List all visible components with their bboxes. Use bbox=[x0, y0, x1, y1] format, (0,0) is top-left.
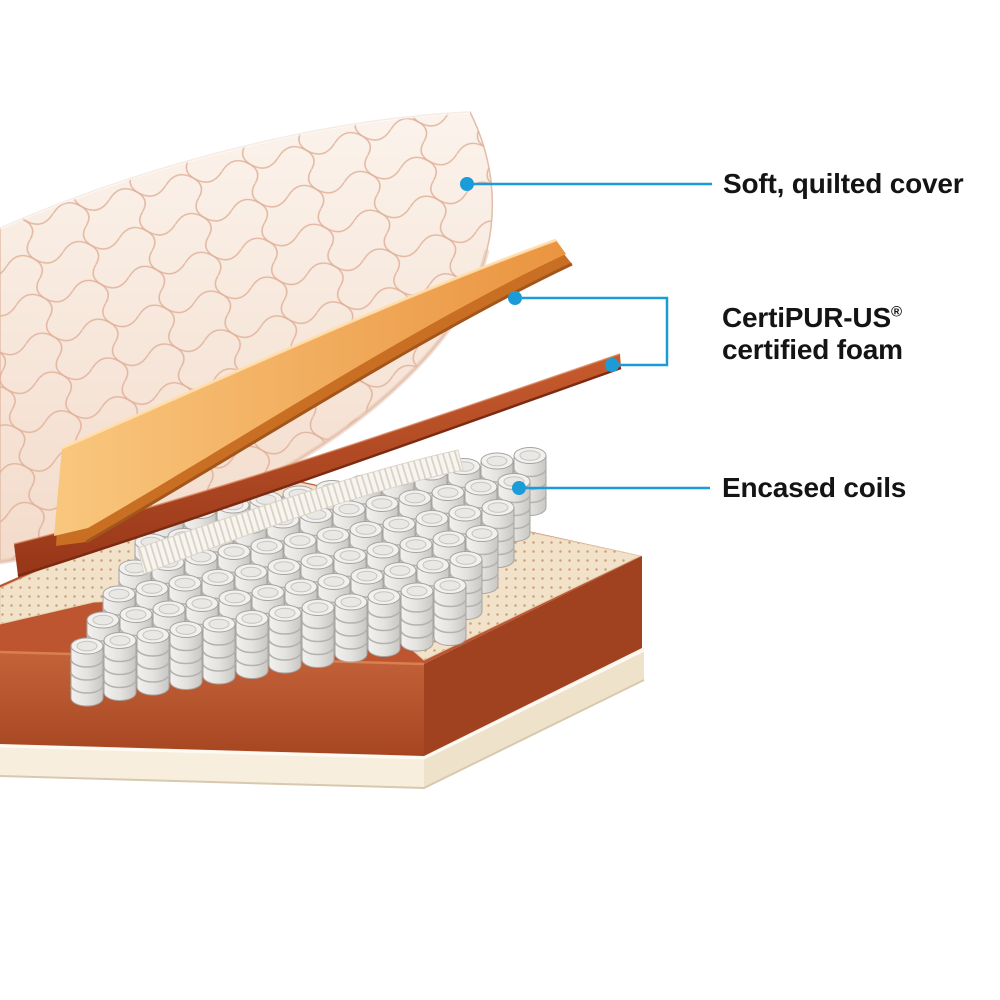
convoluted-ribs bbox=[138, 450, 463, 574]
registered-mark: ® bbox=[890, 303, 902, 321]
coil bbox=[103, 631, 137, 702]
label-encased-coils: Encased coils bbox=[722, 472, 907, 503]
coil bbox=[301, 598, 335, 669]
coil bbox=[400, 582, 434, 652]
coil bbox=[136, 626, 170, 696]
coil bbox=[268, 604, 302, 674]
coil bbox=[235, 609, 269, 680]
callout-dot-cover bbox=[460, 177, 474, 191]
foam-top-edge-highlight bbox=[61, 238, 557, 450]
label-soft-quilted-cover: Soft, quilted cover bbox=[723, 168, 964, 199]
coil bbox=[433, 576, 467, 647]
certipur-brand-text: CertiPUR-US bbox=[722, 302, 891, 333]
coil bbox=[169, 620, 203, 691]
callout-dot-foam-thin bbox=[605, 358, 619, 372]
coil bbox=[70, 637, 104, 707]
callouts bbox=[460, 177, 712, 495]
platform-right-face bbox=[424, 648, 644, 788]
label-certipur-line1: CertiPUR-US® bbox=[722, 302, 903, 334]
foam-thickness-edge bbox=[56, 244, 572, 546]
base-right-face bbox=[424, 556, 642, 756]
label-certipur-line2: certified foam bbox=[722, 334, 903, 365]
callout-line-foam bbox=[522, 296, 669, 367]
thin-foam-sheet bbox=[14, 354, 621, 576]
coil bbox=[202, 615, 236, 685]
label-certipur-foam: CertiPUR-US® certified foam bbox=[722, 302, 903, 366]
callout-dot-coils bbox=[512, 481, 526, 495]
convoluted-comfort-layer bbox=[137, 449, 464, 575]
callout-dot-foam-top bbox=[508, 291, 522, 305]
thin-foam-bottom-edge bbox=[17, 366, 622, 578]
coil bbox=[367, 587, 401, 658]
platform-bottom-edge bbox=[0, 679, 645, 790]
foam-face bbox=[54, 240, 566, 536]
coil bbox=[334, 593, 368, 663]
cover-top-edge-highlight bbox=[0, 110, 471, 230]
platform-top-edge-highlight bbox=[0, 648, 645, 760]
